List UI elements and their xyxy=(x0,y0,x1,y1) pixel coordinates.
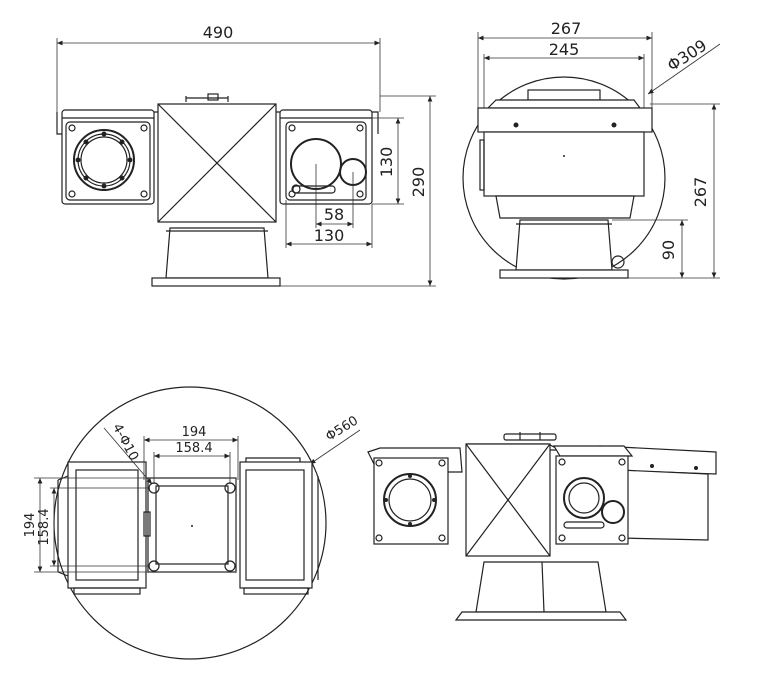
top-hole-span-y-label: 158.4 xyxy=(37,508,52,545)
top-bolt-span-y-label: 194 xyxy=(23,513,38,538)
front-window-height-label: 130 xyxy=(377,147,396,178)
front-window-width-label: 130 xyxy=(314,226,345,245)
side-swing-circle xyxy=(462,76,666,280)
front-view: 490 xyxy=(56,23,436,287)
top-hole-spec-label: 4-Φ10 xyxy=(109,421,141,463)
side-swing-diameter-label: Φ309 xyxy=(664,36,711,75)
front-overall-width-label: 490 xyxy=(203,23,234,42)
top-swing-diameter-label: Φ560 xyxy=(323,413,361,444)
top-bolt-span-x-label: 194 xyxy=(182,425,207,440)
front-lens-spacing-label: 58 xyxy=(324,205,344,224)
side-overall-height-label: 267 xyxy=(691,177,710,208)
side-inner-width-label: 245 xyxy=(549,40,580,59)
side-overall-width-label: 267 xyxy=(551,19,582,38)
thermal-lens-icon xyxy=(73,129,135,191)
top-hole-span-x-label: 158.4 xyxy=(175,441,212,456)
iso-laser-lens-icon xyxy=(601,500,625,524)
side-base-height-label: 90 xyxy=(659,240,678,260)
iso-thermal-lens-icon xyxy=(383,473,437,527)
side-view: 267 245 Φ309 267 90 xyxy=(462,19,721,280)
isometric-view xyxy=(367,432,717,621)
front-overall-height-label: 290 xyxy=(409,167,428,198)
iso-visible-lens-icon xyxy=(563,477,605,519)
top-view: Φ560 194 158.4 4-Φ10 xyxy=(23,386,361,660)
